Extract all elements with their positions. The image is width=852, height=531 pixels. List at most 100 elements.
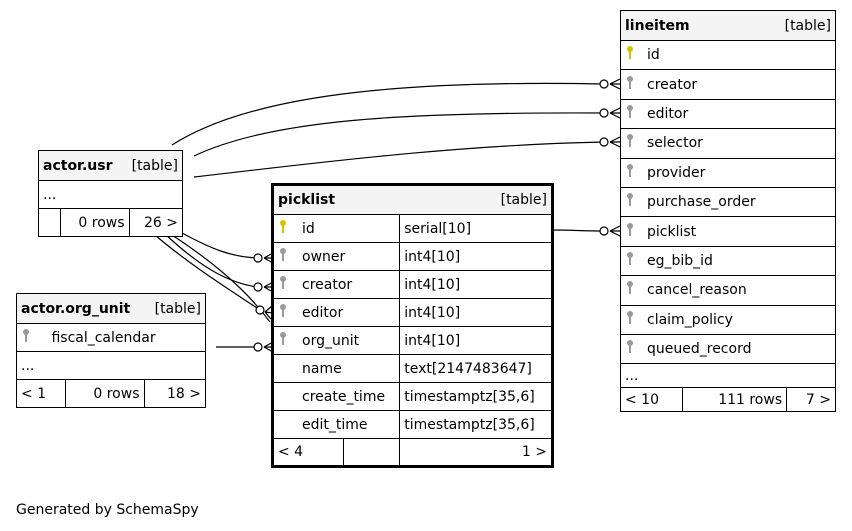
foreign-key-icon [625, 310, 643, 330]
footer-right: 1 > [399, 438, 553, 467]
foreign-key-icon [625, 163, 643, 183]
foreign-key-icon [625, 280, 643, 300]
foreign-key-icon [278, 303, 296, 323]
column-name: org_unit [302, 332, 360, 349]
column-row: name text[2147483647] [271, 354, 553, 383]
column-name: edit_time [302, 416, 368, 433]
column-type: serial[10] [399, 214, 553, 243]
column-row: id serial[10] [271, 214, 553, 243]
relation-usr-lineitem-editor [193, 112, 605, 157]
primary-key-icon [278, 219, 296, 239]
ellipsis: ... [38, 180, 183, 209]
footer-left [38, 208, 61, 237]
footer-right: 18 > [143, 379, 206, 408]
column-row: editor [620, 98, 836, 130]
column-row: eg_bib_id [620, 245, 836, 277]
relation-usr-picklist-owner [181, 232, 259, 259]
column-name: owner [302, 248, 346, 265]
column-row: purchase_order [620, 186, 836, 218]
column-name: queued_record [647, 341, 752, 358]
foreign-key-icon [278, 247, 296, 267]
column-name: eg_bib_id [647, 252, 713, 269]
column-row: creator int4[10] [271, 270, 553, 299]
table-type: [table] [131, 157, 178, 174]
footer-right: 26 > [128, 208, 184, 237]
foreign-key-icon [625, 339, 643, 359]
table-lineitem[interactable]: lineitem [table] id creator editor selector… [620, 10, 836, 413]
column-row: provider [620, 157, 836, 188]
column-name: creator [647, 76, 698, 93]
foreign-key-icon [625, 75, 643, 95]
footer-rows: 111 rows [681, 387, 788, 413]
column-name: editor [647, 105, 689, 122]
ellipsis: ... [16, 351, 206, 380]
column-row: editor int4[10] [271, 298, 553, 327]
column-name: claim_policy [647, 311, 733, 328]
foreign-key-icon [278, 331, 296, 351]
column-row: edit_time timestamptz[35,6] [271, 410, 553, 439]
foreign-key-icon [278, 275, 296, 295]
column-name: picklist [647, 223, 697, 240]
column-type: int4[10] [399, 298, 553, 327]
foreign-key-icon [625, 133, 643, 153]
column-name: id [302, 220, 315, 237]
ellipsis: ... [620, 363, 836, 389]
column-name: selector [647, 135, 703, 152]
column-type: timestamptz[35,6] [399, 410, 553, 439]
relation-usr-picklist-creator [164, 233, 259, 288]
column-type: int4[10] [399, 242, 553, 271]
table-name: lineitem [625, 17, 690, 34]
table-name: picklist [278, 192, 336, 208]
column-row: claim_policy [620, 304, 836, 335]
generated-by-label: Generated by SchemaSpy [16, 502, 199, 518]
footer-left: < 10 [620, 387, 683, 413]
column-name: fiscal_calendar [51, 329, 156, 346]
column-name: provider [647, 164, 706, 181]
column-row: org_unit int4[10] [271, 326, 553, 355]
foreign-key-icon [625, 222, 643, 242]
table-type: [table] [500, 192, 547, 208]
column-type: timestamptz[35,6] [399, 382, 553, 411]
relation-picklist-lineitem [552, 229, 605, 232]
table-actor-org-unit[interactable]: actor.org_unit [table] fiscal_calendar .… [16, 293, 206, 408]
column-row: creator [620, 69, 836, 100]
foreign-key-icon [21, 328, 39, 348]
footer-left: < 4 [271, 438, 345, 467]
relation-usr-lineitem-creator [171, 82, 605, 146]
column-row: fiscal_calendar [16, 323, 206, 352]
table-actor-usr[interactable]: actor.usr [table] ... 0 rows 26 > [38, 150, 184, 237]
column-row: picklist [620, 216, 836, 247]
column-type: int4[10] [399, 326, 553, 355]
column-name: cancel_reason [647, 282, 747, 299]
column-row: owner int4[10] [271, 242, 553, 271]
primary-key-icon [625, 45, 643, 65]
column-name: create_time [302, 388, 386, 405]
column-row: id [620, 39, 836, 71]
table-type: [table] [154, 300, 201, 317]
relation-usr-picklist-editor [154, 234, 261, 311]
footer-rows: 0 rows [60, 208, 130, 237]
table-type: [table] [784, 17, 831, 34]
footer-left: < 1 [16, 379, 66, 408]
column-row: cancel_reason [620, 275, 836, 306]
table-name: actor.usr [43, 157, 113, 174]
column-name: id [647, 47, 660, 64]
column-name: creator [302, 276, 353, 293]
footer-right: 7 > [786, 387, 836, 413]
column-name: name [302, 360, 342, 377]
column-type: int4[10] [399, 270, 553, 299]
column-name: purchase_order [647, 194, 756, 211]
table-name: actor.org_unit [21, 300, 131, 317]
column-row: queued_record [620, 333, 836, 365]
foreign-key-icon [625, 251, 643, 271]
footer-rows: 0 rows [64, 379, 145, 408]
column-name: editor [302, 304, 344, 321]
column-row: create_time timestamptz[35,6] [271, 382, 553, 411]
table-picklist[interactable]: picklist [table] id serial[10] owner int4[1… [271, 183, 554, 468]
foreign-key-icon [625, 192, 643, 212]
column-type: text[2147483647] [399, 354, 553, 383]
foreign-key-icon [625, 104, 643, 124]
relation-usr-lineitem-selector [193, 141, 605, 178]
footer-mid [343, 438, 401, 467]
